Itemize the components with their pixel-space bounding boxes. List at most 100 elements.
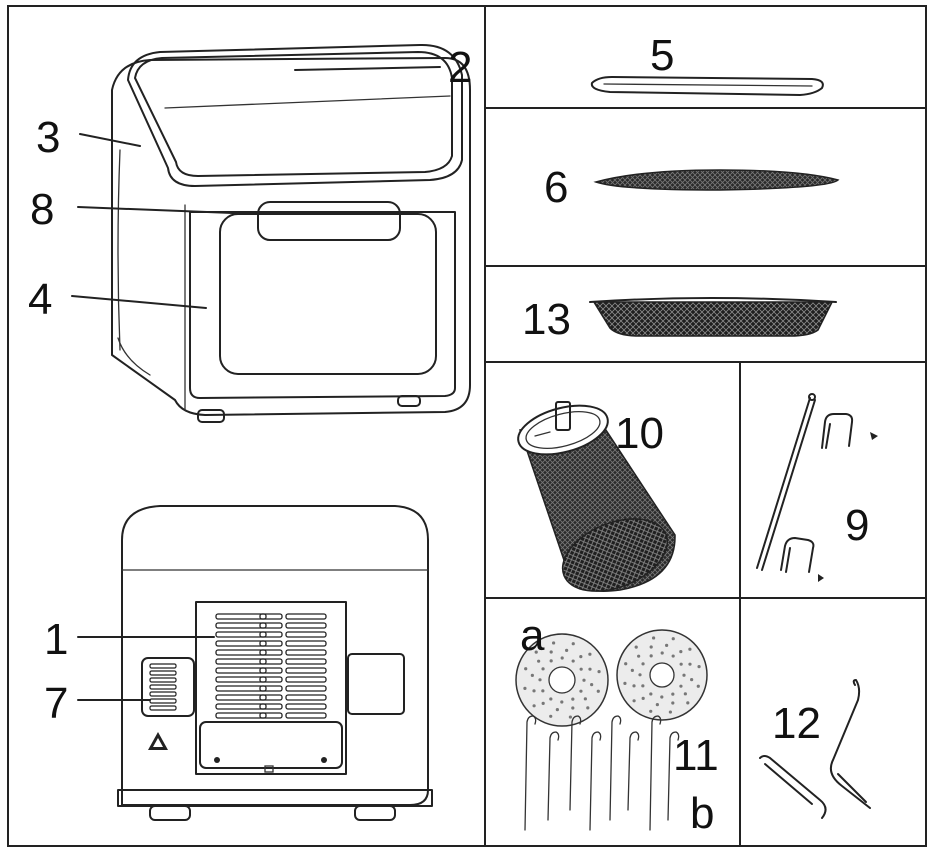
label-7: 7 <box>44 679 68 728</box>
disc-hole <box>632 684 636 688</box>
label-10: 10 <box>615 409 664 458</box>
part-mesh-rack <box>593 169 840 191</box>
disc-hole <box>671 654 675 658</box>
vent-slot <box>285 703 327 710</box>
label-11: 11 <box>673 731 719 780</box>
disc-hole <box>590 683 594 687</box>
label-9: 9 <box>845 501 869 550</box>
disc-hole <box>541 701 545 705</box>
disc-hole <box>630 668 634 672</box>
disc-hole <box>649 645 653 649</box>
disc-hole <box>560 656 564 660</box>
vent-slot <box>259 658 283 665</box>
disc-hole <box>688 647 692 651</box>
socket-slot <box>149 677 177 683</box>
vent-slot <box>285 676 327 683</box>
panel-frames <box>7 5 927 847</box>
disc-hole <box>541 689 545 693</box>
label-b: b <box>690 789 714 838</box>
disc-hole <box>532 689 536 693</box>
disc-hole <box>671 637 675 641</box>
disc-hole <box>596 689 600 693</box>
vent-slot <box>285 658 327 665</box>
part-rotisserie-rod <box>756 393 878 582</box>
label-5: 5 <box>650 31 674 80</box>
skewer <box>627 731 640 811</box>
disc-hole <box>582 678 586 682</box>
disc-hole <box>637 654 641 658</box>
air-fryer-front-view <box>111 43 471 423</box>
disc-hole <box>652 636 656 640</box>
vent-slot <box>215 631 267 638</box>
disc-hole <box>638 673 642 677</box>
vent-slot <box>215 640 267 647</box>
disc-hole <box>683 692 687 696</box>
vent-slot <box>259 622 283 629</box>
vent-slot <box>215 685 267 692</box>
vent-slot <box>215 703 267 710</box>
socket-slot <box>149 663 177 669</box>
skewer <box>524 715 537 831</box>
disc-hole <box>624 662 628 666</box>
disc-hole <box>649 709 653 713</box>
warning-triangle-icon <box>148 732 168 750</box>
skewer <box>547 731 560 821</box>
disc-hole <box>523 686 527 690</box>
disc-hole <box>660 695 664 699</box>
disc-hole <box>583 697 587 701</box>
disc-hole <box>597 670 601 674</box>
vent-slot <box>259 640 283 647</box>
vent-slot <box>259 694 283 701</box>
vent-slot <box>259 613 283 620</box>
label-3: 3 <box>36 113 60 162</box>
disc-hole <box>649 692 653 696</box>
disc-hole <box>579 655 583 659</box>
disc-hole <box>697 665 701 669</box>
part-mesh-tray <box>589 297 837 337</box>
disc-hole <box>549 650 553 654</box>
socket-slot <box>149 670 177 676</box>
disc-hole <box>660 651 664 655</box>
vent-slot <box>259 685 283 692</box>
disc-hole <box>668 710 672 714</box>
disc-hole <box>565 648 569 652</box>
vent-slot <box>215 622 267 629</box>
part-drip-tray <box>590 76 824 96</box>
skewers <box>524 715 680 831</box>
part-fetch-tool <box>759 679 871 819</box>
vent-slot <box>285 622 327 629</box>
disc-hole <box>579 667 583 671</box>
part-skewer-kit <box>515 629 708 831</box>
disc-hole <box>530 673 534 677</box>
disc-hole <box>534 650 538 654</box>
disc-hole <box>571 697 575 701</box>
leader-lines-front <box>71 66 441 309</box>
air-fryer-back-view <box>117 505 433 821</box>
socket-slot <box>149 684 177 690</box>
disc-hole <box>555 708 559 712</box>
socket-slot <box>149 691 177 697</box>
vent-slot <box>285 631 327 638</box>
disc-hole <box>634 645 638 649</box>
disc-hole <box>679 684 683 688</box>
vent-slot <box>259 667 283 674</box>
vent-slot <box>285 667 327 674</box>
disc-hole <box>696 684 700 688</box>
disc-hole <box>532 704 536 708</box>
vent-slot <box>259 631 283 638</box>
skewer-disc-holes <box>523 636 701 719</box>
disc-hole <box>588 652 592 656</box>
vent-slot <box>215 694 267 701</box>
disc-hole <box>524 667 528 671</box>
disc-hole <box>549 714 553 718</box>
vent-slot <box>285 694 327 701</box>
label-8: 8 <box>30 185 54 234</box>
label-6: 6 <box>544 163 568 212</box>
disc-hole <box>541 667 545 671</box>
vent-slot <box>285 649 327 656</box>
disc-hole <box>641 662 645 666</box>
disc-hole <box>641 684 645 688</box>
disc-hole <box>571 706 575 710</box>
vent-slot <box>215 613 267 620</box>
